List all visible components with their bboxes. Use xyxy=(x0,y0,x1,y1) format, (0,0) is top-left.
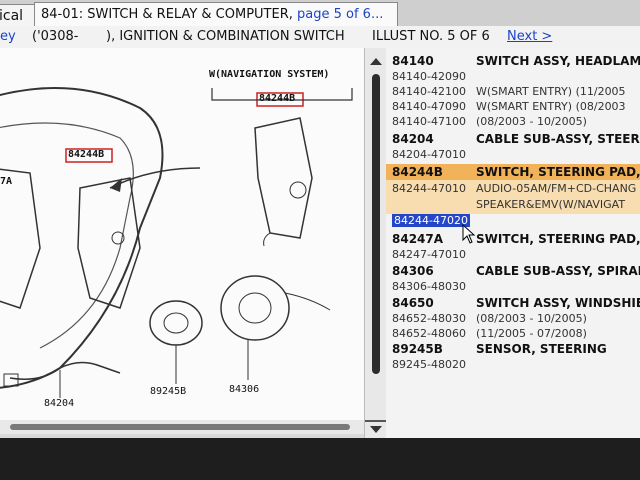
sub-code[interactable]: 84140-42100 xyxy=(392,85,466,98)
part-row-84247a[interactable]: 84247A SWITCH, STEERING PAD, LE 84247-47… xyxy=(386,232,640,264)
info-section-title: ), IGNITION & COMBINATION SWITCH xyxy=(106,29,345,44)
part-number[interactable]: 84244B xyxy=(392,165,443,179)
part-row-84204[interactable]: 84204 CABLE SUB-ASSY, STEERING 84204-470… xyxy=(386,132,640,164)
spiral-cable[interactable] xyxy=(220,275,290,341)
info-left-link[interactable]: ey xyxy=(0,29,16,44)
sub-code[interactable]: 84204-47010 xyxy=(392,148,466,161)
cable-connector xyxy=(3,373,19,387)
part-row-84650[interactable]: 84650 SWITCH ASSY, WINDSHIELD 84652-4803… xyxy=(386,296,640,344)
pad-screw xyxy=(111,231,125,245)
sub-code[interactable]: 84652-48060 xyxy=(392,327,466,340)
sub-code[interactable]: 89245-48020 xyxy=(392,358,466,371)
sub-code[interactable]: 84140-47090 xyxy=(392,100,466,113)
sub-code[interactable]: 84306-48030 xyxy=(392,280,466,293)
callout-box-1[interactable] xyxy=(65,148,113,163)
part-label-89245b[interactable]: 89245B xyxy=(150,386,187,397)
part-row-84306[interactable]: 84306 CABLE SUB-ASSY, SPIRAL 84306-48030 xyxy=(386,264,640,296)
part-label-84306[interactable]: 84306 xyxy=(229,384,260,395)
part-number[interactable]: 89245B xyxy=(392,342,443,356)
part-row-84244-47020[interactable]: 84244-47020 xyxy=(386,214,640,230)
scroll-down-arrow-icon[interactable] xyxy=(370,426,382,433)
sub-desc: (08/2003 - 10/2005) xyxy=(476,312,587,325)
part-name[interactable]: SWITCH, STEERING PAD, R xyxy=(476,165,640,179)
monitor-bezel xyxy=(0,438,640,480)
spiral-cable-wire xyxy=(284,292,331,311)
pad-button xyxy=(289,181,307,199)
part-name[interactable]: SENSOR, STEERING xyxy=(476,342,607,356)
nav-system-label: W(NAVIGATION SYSTEM) xyxy=(209,69,330,80)
spiral-cable-hub xyxy=(238,292,272,324)
part-label-7a[interactable]: 7A xyxy=(0,176,13,187)
sub-desc: W(SMART ENTRY) (08/2003 xyxy=(476,100,626,113)
part-number[interactable]: 84306 xyxy=(392,264,434,278)
part-name[interactable]: SWITCH ASSY, WINDSHIELD xyxy=(476,296,640,310)
scrollbar-divider xyxy=(365,420,387,422)
mouse-cursor-icon xyxy=(462,224,476,244)
diagram-vertical-scrollbar[interactable] xyxy=(364,48,387,438)
sub-desc: AUDIO-05AM/FM+CD-CHANG xyxy=(476,182,637,195)
tab-bar: ical 84-01: SWITCH & RELAY & COMPUTER, p… xyxy=(0,0,640,27)
next-link[interactable]: Next > xyxy=(507,29,553,44)
sub-code[interactable]: 84652-48030 xyxy=(392,312,466,325)
part-row-84244b-header[interactable]: 84244B SWITCH, STEERING PAD, R xyxy=(386,164,640,180)
sub-code[interactable]: 84244-47010 xyxy=(392,182,466,195)
sub-desc: (08/2003 - 10/2005) xyxy=(476,115,587,128)
selected-sub-code[interactable]: 84244-47020 xyxy=(392,214,470,227)
part-row-89245b[interactable]: 89245B SENSOR, STEERING 89245-48020 xyxy=(386,342,640,374)
illust-number: ILLUST NO. 5 OF 6 xyxy=(372,29,490,44)
callout-label-2[interactable]: 84244B xyxy=(259,93,296,104)
part-label-84204[interactable]: 84204 xyxy=(44,398,75,409)
sensor-hub xyxy=(163,312,189,334)
sub-desc: (11/2005 - 07/2008) xyxy=(476,327,587,340)
part-name[interactable]: CABLE SUB-ASSY, SPIRAL xyxy=(476,264,640,278)
steering-wheel-inner xyxy=(0,122,134,349)
scroll-up-arrow-icon[interactable] xyxy=(370,58,382,65)
part-row-84244b-subs[interactable]: 84244-47010 AUDIO-05AM/FM+CD-CHANG SPEAK… xyxy=(386,180,640,214)
steering-pad-detached[interactable] xyxy=(254,117,313,239)
diagram-drawing xyxy=(0,87,353,398)
sub-code[interactable]: 84247-47010 xyxy=(392,248,466,261)
parts-diagram: W(NAVIGATION SYSTEM) 84244B 84244B 7A 84… xyxy=(0,48,364,433)
part-name[interactable]: CABLE SUB-ASSY, STEERING xyxy=(476,132,640,146)
horizontal-scroll-thumb[interactable] xyxy=(10,424,350,430)
steering-cable[interactable] xyxy=(9,361,121,380)
pad-connector xyxy=(263,232,271,247)
info-range: ('0308- xyxy=(32,29,79,44)
tab-previous-label: ical xyxy=(0,8,24,24)
part-number[interactable]: 84247A xyxy=(392,232,444,246)
part-name[interactable]: SWITCH ASSY, HEADLAMP xyxy=(476,54,640,68)
leader-arrowhead xyxy=(110,178,122,192)
parts-list: 84140 SWITCH ASSY, HEADLAMP 84140-42090 … xyxy=(386,48,640,438)
tab-title: 84-01: SWITCH & RELAY & COMPUTER, xyxy=(41,7,293,22)
part-row-84140[interactable]: 84140 SWITCH ASSY, HEADLAMP 84140-42090 … xyxy=(386,54,640,128)
nav-bracket xyxy=(211,88,353,101)
part-number[interactable]: 84650 xyxy=(392,296,434,310)
steering-sensor[interactable] xyxy=(149,300,203,346)
sub-desc: SPEAKER&EMV(W/NAVIGAT xyxy=(476,198,626,211)
steering-pad-left[interactable] xyxy=(0,168,41,309)
vertical-scroll-thumb[interactable] xyxy=(372,74,380,374)
sub-desc: W(SMART ENTRY) (11/2005 xyxy=(476,85,626,98)
steering-pad-right[interactable] xyxy=(77,177,141,309)
tab-page-link[interactable]: page 5 of 6... xyxy=(292,7,384,22)
leader-arrow xyxy=(109,167,201,189)
sub-code[interactable]: 84140-42090 xyxy=(392,70,466,83)
part-number[interactable]: 84140 xyxy=(392,54,434,68)
sub-code[interactable]: 84140-47100 xyxy=(392,115,466,128)
illustration-info-bar: ey ('0308- ), IGNITION & COMBINATION SWI… xyxy=(0,26,640,49)
part-name[interactable]: SWITCH, STEERING PAD, LE xyxy=(476,232,640,246)
diagram-horizontal-scrollbar[interactable] xyxy=(0,420,364,434)
callout-label-1[interactable]: 84244B xyxy=(68,149,105,160)
part-number[interactable]: 84204 xyxy=(392,132,434,146)
tab-previous[interactable]: ical xyxy=(0,4,36,27)
tab-current[interactable]: 84-01: SWITCH & RELAY & COMPUTER, page 5… xyxy=(34,2,398,27)
